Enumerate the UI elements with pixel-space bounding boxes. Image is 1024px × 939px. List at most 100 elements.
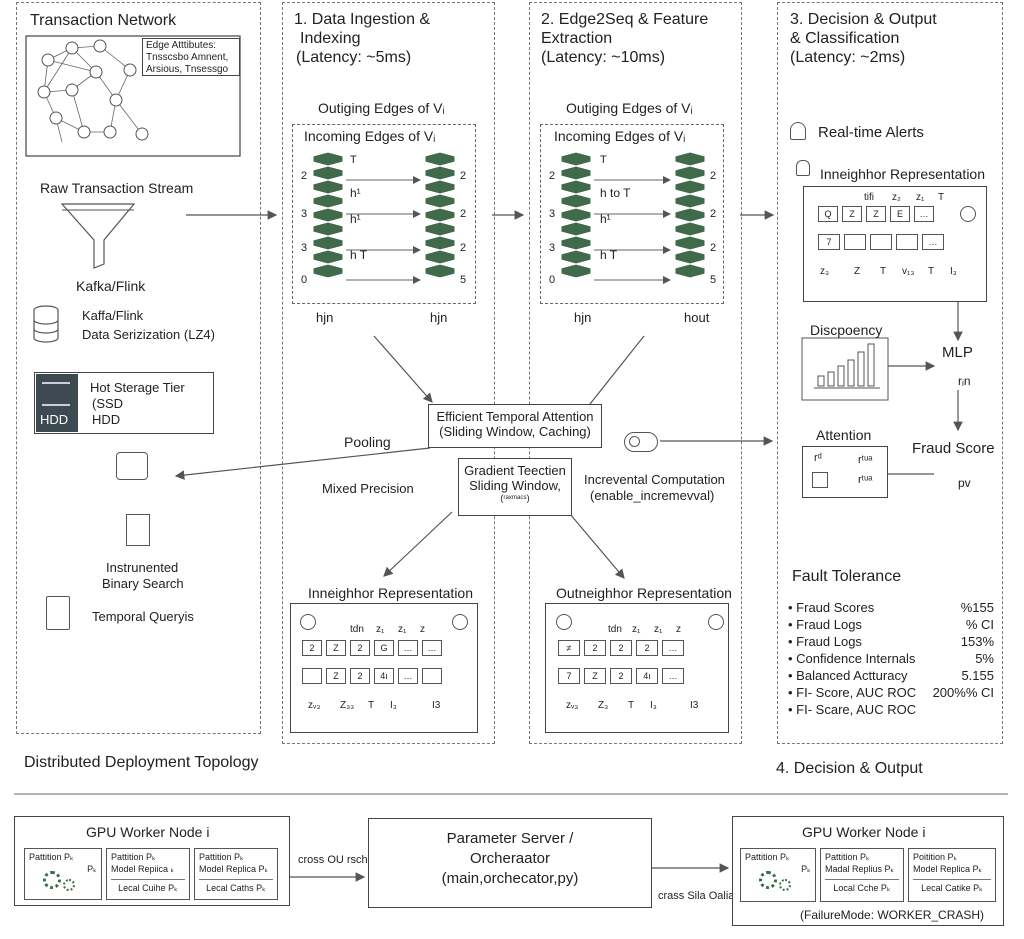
gpu-left-p1-label: Pattition Pₖ — [29, 852, 74, 862]
fault-title: Fault Tolerance — [792, 568, 902, 585]
gpu-left-partition-1: Pattition Pₖ Pₖ — [24, 848, 102, 900]
pv-label: pv — [958, 476, 971, 490]
ingestion-top-t: T — [350, 154, 357, 166]
ingestion-title-1: 1. Data Ingestion & — [294, 11, 431, 28]
outneighbor-head-2: z₁ — [654, 624, 663, 635]
stack-layer — [424, 193, 456, 209]
incremental-sub: (enable_incremevval) — [590, 488, 715, 503]
rep-cell: Z — [326, 640, 346, 656]
kafka-flink-label: Kaffa/Flink — [82, 308, 144, 323]
edge-attr-line1: Edge Atttibutes: — [146, 40, 217, 51]
stack-layer — [312, 221, 344, 237]
inneighbor-foot-1: Z₃₃ — [340, 700, 355, 711]
gpu-right-p2-cache: Local Cche Pₖ — [825, 879, 899, 894]
rep-cell — [302, 668, 322, 684]
fault-list: • Fraud Scores%155 • Fraud Logs% CI • Fr… — [788, 599, 994, 718]
ingestion-mid-1: h¹ — [350, 212, 361, 226]
ingestion-right-num-2: 2 — [460, 242, 467, 254]
stack-layer — [312, 263, 344, 279]
inneighbor-head-2: z₁ — [398, 624, 407, 635]
decision-title-1: 3. Decision & Output — [790, 11, 937, 28]
gpu-right-p2-label: Pattition Pₖ — [825, 852, 870, 862]
gpu-right-p3-model: Model Replica Pₖ — [913, 864, 983, 874]
inneighbor-foot-2: T — [368, 700, 375, 711]
fault-item: • Fraud Scores%155 — [788, 600, 994, 615]
server-title-1: Parameter Server / — [446, 830, 574, 847]
stack-layer — [560, 221, 592, 237]
fault-value: 153% — [960, 634, 994, 649]
stack-layer — [674, 165, 706, 181]
rep-cell: … — [398, 640, 418, 656]
ingestion-left-num-0: 2 — [301, 170, 308, 182]
user-icon-left — [300, 614, 316, 630]
stack-layer — [424, 151, 456, 167]
stack-layer — [674, 179, 706, 195]
edge2seq-latency: (Latency: ~10ms) — [541, 49, 666, 66]
rep-cell — [422, 668, 442, 684]
temporal-query-label: Temporal Queryis — [92, 609, 194, 624]
gpu-left-p3-label: Pattition Pₖ — [199, 852, 244, 862]
stack-layer — [312, 151, 344, 167]
gpu-right-partition-2: Pattition Pₖ Madal Replius Pₖ Local Cche… — [820, 848, 904, 902]
edge2seq-left-num-0: 2 — [549, 170, 556, 182]
edge2seq-right-num-2: 2 — [710, 242, 717, 254]
stack-layer — [424, 179, 456, 195]
pooling-label: Pooling — [344, 434, 391, 450]
rep-cell: G — [374, 640, 394, 656]
fault-value: 200%% CI — [932, 685, 994, 700]
hot-storage-label: Hot Sterage Tier — [90, 380, 185, 395]
gpu-left-p2-cache: Lecal Cuihe Pₖ — [111, 879, 185, 894]
decision-panel — [777, 2, 1003, 744]
decision-title-2: & Classification — [790, 30, 900, 47]
rep-cell: … — [398, 668, 418, 684]
rep-head-3: T — [938, 192, 945, 203]
edge-attributes-box: Edge Atttibutes: Tnsscsbo Amnent, Arsiou… — [142, 38, 240, 76]
rep-cell: Z — [866, 206, 886, 222]
ingestion-stack-frame — [292, 124, 476, 304]
server-file: (main,orchecator,py) — [441, 870, 579, 887]
discrepancy-label: Discpoency — [810, 322, 883, 338]
file-icon — [126, 514, 150, 546]
gpu-left-p3-cache: Lecal Caths Pₖ — [199, 879, 273, 894]
edge2seq-hout: hout — [684, 310, 710, 325]
gears-icon-small — [63, 879, 75, 891]
stack-layer — [560, 179, 592, 195]
fraud-score-label: Fraud Score — [912, 440, 995, 457]
rep-cell: 2 — [350, 668, 370, 684]
temporal-attention-sub: (Sliding Window, Caching) — [439, 424, 591, 439]
stack-layer — [424, 221, 456, 237]
edge2seq-title-2: Extraction — [541, 30, 613, 47]
raw-stream-label: Raw Transaction Stream — [40, 180, 194, 196]
toggle-switch[interactable] — [624, 432, 658, 452]
rep-cell: Z — [584, 668, 606, 684]
toggle-knob — [629, 436, 640, 447]
r-in-label: rᵢn — [958, 374, 971, 388]
mlp-label: MLP — [942, 344, 973, 361]
rep-foot-2: T — [880, 266, 887, 277]
gears-icon — [759, 871, 777, 889]
storage-icon — [42, 382, 70, 406]
temporal-attention-title: Efficient Temporal Attention — [436, 409, 594, 424]
edge2seq-mid-2: h T — [600, 248, 618, 262]
gradient-small: (ʳᵃˣᵐᵃᶜˢ) — [500, 493, 530, 503]
stack-layer — [674, 151, 706, 167]
stack-layer — [312, 207, 344, 223]
edge-attr-line3: Arsious, Tnsessgo — [146, 64, 229, 75]
rep-cell: … — [662, 668, 684, 684]
decision-inneighbor-label: Inneighhor Representation — [820, 166, 986, 182]
user-icon-right — [452, 614, 468, 630]
ingestion-hin-left: hjn — [316, 310, 334, 325]
rep-cell: … — [922, 234, 944, 250]
rep-cell: … — [662, 640, 684, 656]
stack-layer — [560, 207, 592, 223]
stack-layer — [312, 193, 344, 209]
rep-cell: E — [890, 206, 910, 222]
kafka-label: Kafka/Flink — [76, 278, 146, 294]
alerts-label: Real-time Alerts — [818, 124, 924, 141]
decision-output-label: 4. Decision & Output — [776, 760, 923, 777]
ingestion-hin-right: hjn — [430, 310, 448, 325]
temporal-attention-box: Efficient Temporal Attention (Sliding Wi… — [428, 404, 602, 448]
edge2seq-stack-frame — [540, 124, 724, 304]
